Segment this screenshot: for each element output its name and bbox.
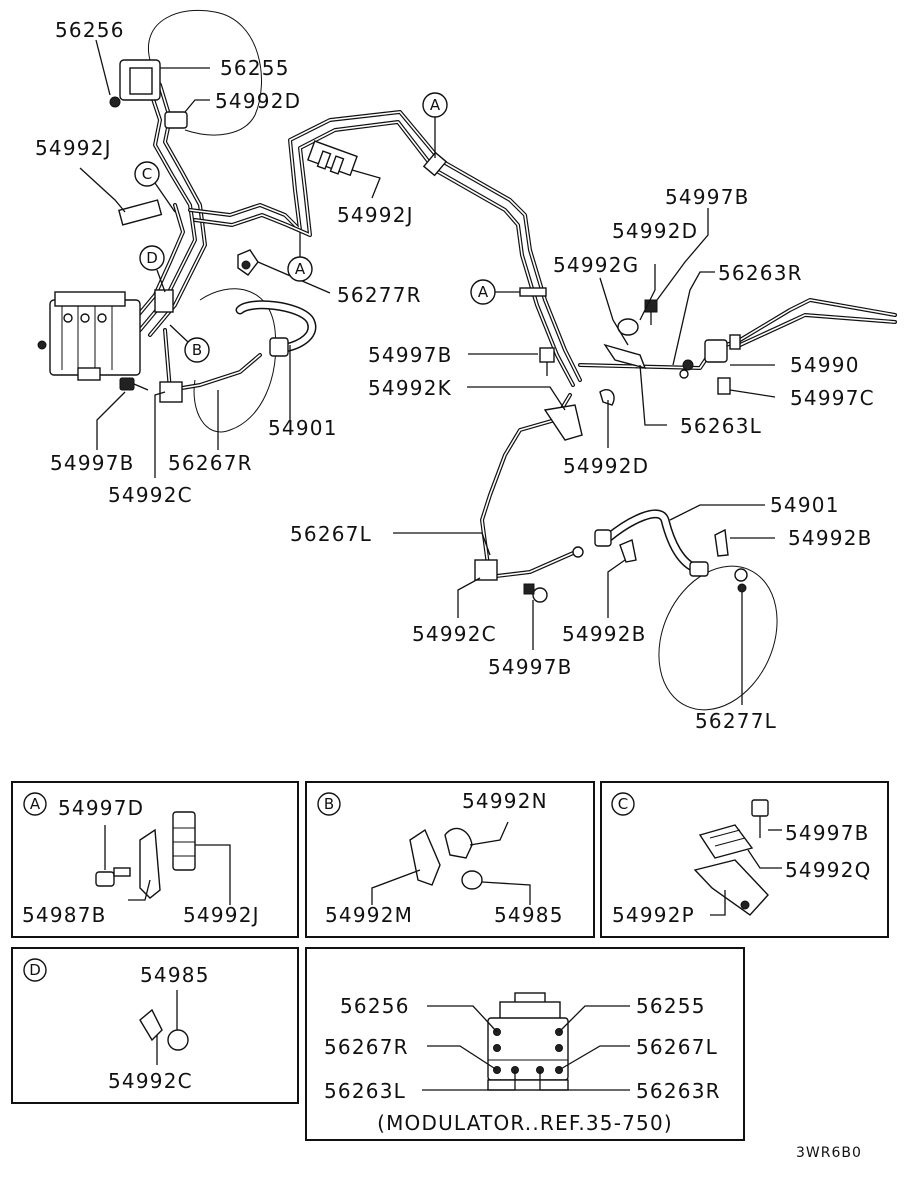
detail-d-54985: 54985 [140,963,210,987]
marker-d [139,245,165,271]
label-56277r: 56277R [337,283,422,307]
label-54992g: 54992G [553,253,639,277]
mod-56267l: 56267L [636,1035,718,1059]
label-56255: 56255 [220,56,290,80]
detail-c-54992p: 54992P [612,903,695,927]
label-54992b-bottom: 54992B [562,622,647,646]
leader-lines [79,39,776,705]
label-54992j-left: 54992J [35,136,112,160]
mod-56256: 56256 [340,994,410,1018]
marker-b [184,337,210,363]
label-56263l: 56263L [680,414,762,438]
label-54992c-left: 54992C [108,483,193,507]
detail-a-54997d: 54997D [58,796,144,820]
detail-a-54992j: 54992J [183,903,260,927]
marker-d-text: D [146,249,158,267]
detail-a-54987b: 54987B [22,903,107,927]
section-markers: A A A C D B [134,92,520,363]
label-56267l: 56267L [290,522,372,546]
detail-c-54997b: 54997B [785,821,870,845]
mod-56263r: 56263R [636,1079,721,1103]
label-54992d-mid: 54992D [563,454,649,478]
label-54997b-mid: 54997B [368,343,453,367]
detail-d-54992c: 54992C [108,1069,193,1093]
label-54997b-right: 54997B [665,185,750,209]
marker-a-1-text: A [430,96,441,114]
diagram-code: 3WR6B0 [796,1145,862,1161]
label-54992b-right: 54992B [788,526,873,550]
label-54997b-left: 54997B [50,451,135,475]
detail-b-54992m: 54992M [325,903,413,927]
part-labels: 56256 56255 54992D 54992J 54992J 56277R … [35,18,875,733]
detail-b-54992n: 54992N [462,789,548,813]
modulator-caption: (MODULATOR..REF.35-750) [377,1111,673,1135]
detail-b-marker: B [324,795,334,813]
detail-box-d: D 54985 54992C [11,947,299,1104]
detail-c-54992q: 54992Q [785,858,872,882]
mod-56267r: 56267R [324,1035,409,1059]
label-54992j-mid: 54992J [337,203,414,227]
detail-box-a: A 54997D 54987B 54992J [11,781,299,938]
label-54901-left: 54901 [268,416,338,440]
label-54992d-right: 54992D [612,219,698,243]
label-54992c-bottom: 54992C [412,622,497,646]
detail-b-54985: 54985 [494,903,564,927]
label-56256: 56256 [55,18,125,42]
label-54997c: 54997C [790,386,875,410]
marker-a-3-text: A [478,283,489,301]
label-56277l: 56277L [695,709,777,733]
label-54997b-bottom: 54997B [488,655,573,679]
detail-a-marker: A [30,795,41,813]
mod-56263l: 56263L [324,1079,406,1103]
modulator-box: 56256 56255 56267R 56267L 56263L 56263R … [305,947,745,1141]
detail-box-c: C 54997B 54992Q 54992P [600,781,889,938]
marker-c [134,161,160,187]
mod-56255: 56255 [636,994,706,1018]
label-54901-right: 54901 [770,493,840,517]
marker-a-2-text: A [295,260,306,278]
label-56263r: 56263R [718,261,803,285]
label-54992k: 54992K [368,376,452,400]
label-56267r: 56267R [168,451,253,475]
detail-d-marker: D [29,961,41,979]
detail-box-b: B 54992N 54992M 54985 [305,781,595,938]
small-parts [109,59,748,603]
modulator-assembly [37,291,141,381]
label-54992d-top: 54992D [215,89,301,113]
label-54990: 54990 [790,353,860,377]
detail-c-marker: C [618,795,628,813]
marker-c-text: C [142,165,152,183]
pipe-routing [128,9,897,711]
marker-b-text: B [192,341,202,359]
